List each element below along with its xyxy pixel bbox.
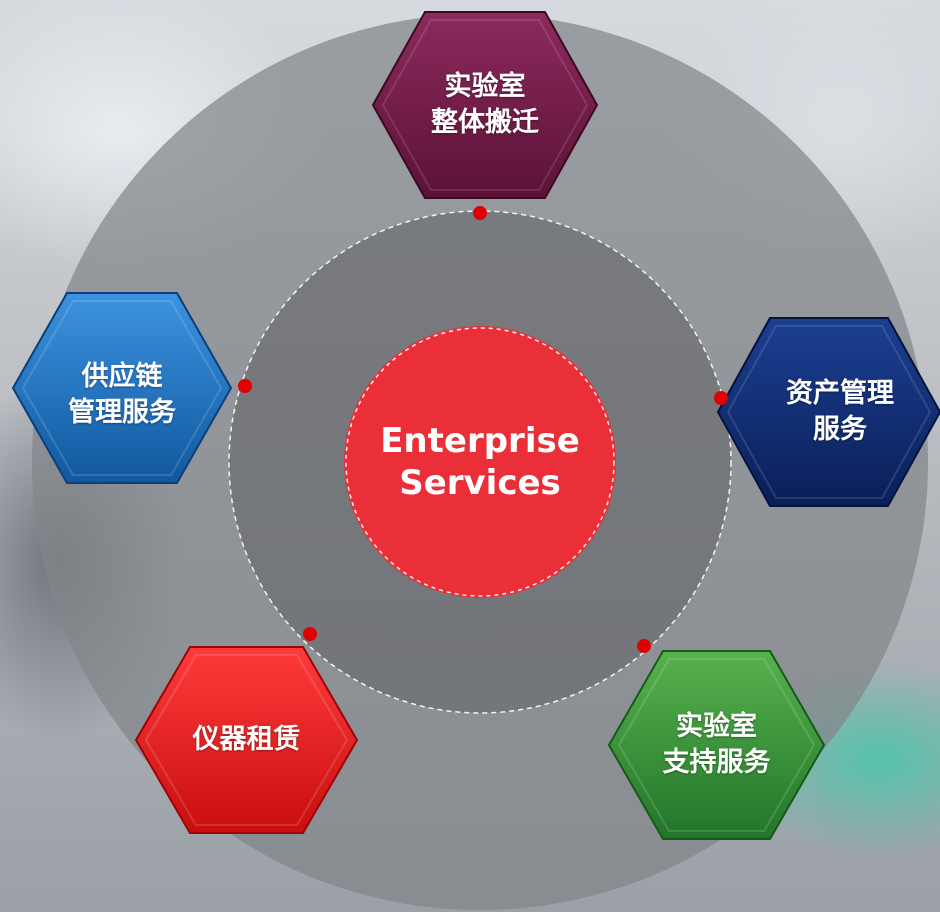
supply-chain-line1: 供应链 [81, 361, 163, 392]
center-circle-dashed-border [345, 327, 615, 597]
hexagon-instrument-rental [134, 646, 359, 834]
hexagon-supply-chain [11, 292, 233, 484]
asset-management-line2: 服务 [813, 414, 867, 445]
center-label: Enterprise Services [345, 420, 615, 504]
asset-management-line1: 资产管理 [786, 378, 894, 409]
connector-dot-left [238, 379, 252, 393]
center-label-line2: Services [399, 463, 561, 503]
hexagon-lab-support [607, 650, 826, 840]
supply-chain-line2: 管理服务 [68, 397, 176, 428]
center-label-line1: Enterprise [380, 421, 580, 461]
connector-dot-bottom-right [637, 639, 651, 653]
hexagon-asset-management [716, 317, 940, 507]
connector-dot-right [714, 391, 728, 405]
label-supply-chain: 供应链 管理服务 [13, 350, 231, 440]
label-asset-management: 资产管理 服务 [740, 367, 940, 457]
label-lab-relocation: 实验室 整体搬迁 [373, 60, 597, 150]
lab-support-line1: 实验室 [676, 711, 757, 742]
instrument-rental-line1: 仪器租赁 [192, 724, 301, 755]
label-instrument-rental: 仪器租赁 [136, 715, 357, 765]
connector-dot-bottom-left [303, 627, 317, 641]
center-circle [344, 326, 616, 598]
lab-support-line2: 支持服务 [662, 747, 771, 778]
lab-relocation-line2: 整体搬迁 [431, 107, 539, 138]
label-lab-support: 实验室 支持服务 [609, 700, 824, 790]
connector-dot-top [473, 206, 487, 220]
lab-relocation-line1: 实验室 [444, 71, 526, 102]
hexagon-lab-relocation [371, 11, 599, 199]
